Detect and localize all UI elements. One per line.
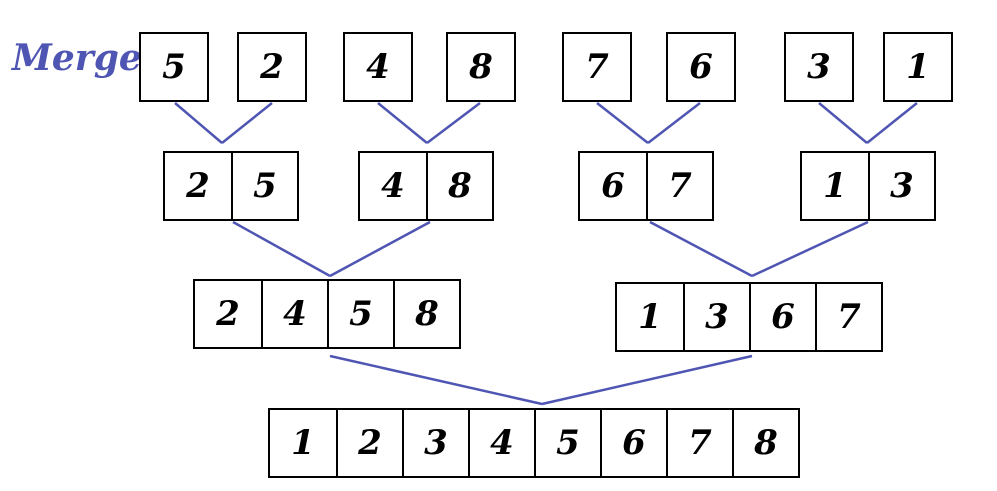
- connector-line: [647, 102, 701, 144]
- connector-line: [426, 102, 481, 144]
- number-cell: 3: [807, 47, 831, 87]
- box-group: 6: [666, 32, 736, 102]
- box-group: 2 5: [163, 151, 299, 221]
- number-cell: 1: [906, 47, 930, 87]
- box-group: 2: [237, 32, 307, 102]
- number-cell: 4: [381, 166, 405, 206]
- connector-line: [221, 102, 273, 144]
- connector-line: [329, 354, 543, 406]
- connector-line: [541, 354, 753, 406]
- number-cell: 7: [646, 153, 712, 219]
- box-group: 7: [562, 32, 632, 102]
- number-cell: 8: [426, 153, 492, 219]
- number-cell: 6: [600, 410, 666, 476]
- number-cell: 6: [749, 284, 815, 350]
- number-cell: 3: [402, 410, 468, 476]
- number-cell: 8: [732, 410, 798, 476]
- number-cell: 4: [468, 410, 534, 476]
- number-cell: 7: [815, 284, 881, 350]
- number-cell: 8: [393, 281, 459, 347]
- number-cell: 5: [162, 47, 186, 87]
- number-cell: 5: [231, 153, 297, 219]
- box-group: 2 4 5 8: [193, 279, 461, 349]
- connector-line: [751, 220, 869, 278]
- box-group: 1 2 3 4 5 6 7 8: [268, 408, 800, 478]
- number-cell: 1: [823, 166, 847, 206]
- diagram-title: Merge: [12, 37, 142, 79]
- number-cell: 1: [638, 297, 662, 337]
- connector-line: [649, 220, 753, 278]
- connector-line: [232, 220, 331, 278]
- number-cell: 2: [336, 410, 402, 476]
- number-cell: 7: [666, 410, 732, 476]
- connector-line: [174, 102, 223, 144]
- number-cell: 1: [291, 423, 315, 463]
- number-cell: 5: [327, 281, 393, 347]
- connector-line: [818, 102, 868, 144]
- number-cell: 2: [260, 47, 284, 87]
- number-cell: 2: [186, 166, 210, 206]
- box-group: 3: [784, 32, 854, 102]
- number-cell: 4: [366, 47, 390, 87]
- number-cell: 5: [534, 410, 600, 476]
- number-cell: 4: [261, 281, 327, 347]
- connector-line: [596, 102, 649, 144]
- number-cell: 3: [868, 153, 934, 219]
- box-group: 8: [446, 32, 516, 102]
- box-group: 1 3 6 7: [615, 282, 883, 352]
- box-group: 1 3: [800, 151, 936, 221]
- number-cell: 2: [216, 294, 240, 334]
- number-cell: 6: [689, 47, 713, 87]
- number-cell: 7: [585, 47, 609, 87]
- connector-line: [377, 102, 428, 144]
- number-cell: 8: [469, 47, 493, 87]
- connector-line: [866, 102, 918, 144]
- number-cell: 6: [601, 166, 625, 206]
- box-group: 6 7: [578, 151, 714, 221]
- box-group: 4 8: [358, 151, 494, 221]
- box-group: 1: [883, 32, 953, 102]
- box-group: 5: [139, 32, 209, 102]
- connector-line: [329, 220, 431, 278]
- number-cell: 3: [683, 284, 749, 350]
- box-group: 4: [343, 32, 413, 102]
